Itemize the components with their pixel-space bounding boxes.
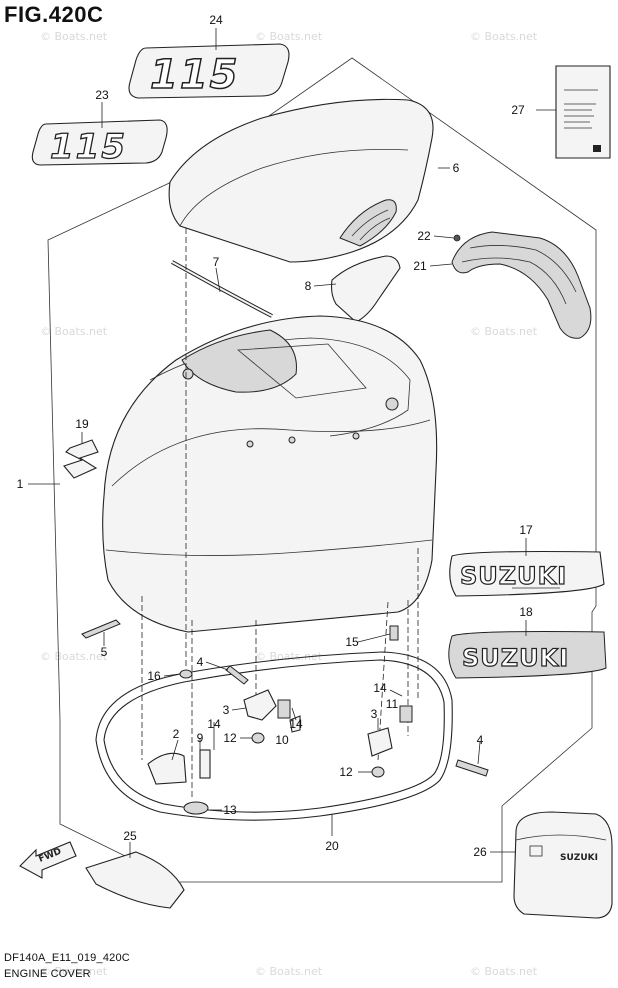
callout-14: 14 — [207, 717, 221, 731]
callout-14: 14 — [373, 681, 387, 695]
callout-16: 16 — [147, 669, 161, 683]
watermark: © Boats.net — [470, 325, 538, 338]
callout-12: 12 — [223, 731, 237, 745]
watermark: © Boats.net — [40, 30, 108, 43]
callout-19: 19 — [75, 417, 89, 431]
watermark: © Boats.net — [255, 650, 323, 663]
callout-15: 15 — [345, 635, 359, 649]
decal-115-text: 115 — [50, 127, 127, 167]
callout-8: 8 — [305, 279, 312, 293]
callout-13: 13 — [223, 803, 237, 817]
leader-lines — [28, 28, 556, 858]
callout-14: 14 — [289, 717, 303, 731]
callout-12: 12 — [339, 765, 353, 779]
decal-115-large: 115 — [128, 43, 290, 99]
figure-title: FIG.420C — [4, 2, 104, 27]
callout-11: 11 — [386, 697, 399, 711]
watermark: © Boats.net — [255, 965, 323, 978]
assembly-frame — [47, 57, 597, 883]
fasteners — [81, 619, 489, 815]
watermark: © Boats.net — [40, 325, 108, 338]
callout-27: 27 — [511, 103, 525, 117]
watermark: © Boats.net — [40, 965, 108, 978]
engine-cover-main — [102, 315, 438, 633]
tool-bag — [85, 851, 185, 909]
suzuki-text: SUZUKI — [462, 644, 569, 672]
callout-22: 22 — [417, 229, 431, 243]
watermark: © Boats.net — [470, 965, 538, 978]
callout-24: 24 — [209, 13, 223, 27]
watermark: © Boats.net — [40, 650, 108, 663]
callout-7: 7 — [213, 255, 220, 269]
suzuki-text: SUZUKI — [560, 853, 598, 863]
watermark: © Boats.net — [470, 30, 538, 43]
figure-name: ENGINE COVER — [4, 968, 91, 980]
callout-6: 6 — [453, 161, 460, 175]
figure-code: DF140A_E11_019_420C — [4, 952, 130, 964]
top-cover-panel — [168, 98, 434, 263]
callout-17: 17 — [519, 523, 533, 537]
callout-10: 10 — [275, 733, 289, 747]
callout-3: 3 — [223, 703, 230, 717]
callout-26: 26 — [473, 845, 487, 859]
suzuki-decal-18: SUZUKI — [448, 631, 607, 679]
callout-4: 4 — [197, 655, 204, 669]
callout-20: 20 — [325, 839, 339, 853]
watermark: © Boats.net — [255, 30, 323, 43]
callout-9: 9 — [197, 731, 204, 745]
decal-115-small: 115 — [31, 119, 168, 168]
callout-18: 18 — [519, 605, 533, 619]
suzuki-decal-17: SUZUKI — [449, 550, 605, 597]
callout-1: 1 — [17, 477, 24, 491]
rear-handle — [451, 231, 592, 339]
fwd-arrow: FWD — [19, 841, 77, 879]
small-cover — [330, 255, 401, 323]
decal-115-text: 115 — [150, 52, 240, 98]
callout-numbers: 24 23 27 6 22 7 21 8 19 1 17 18 15 5 4 1… — [17, 13, 533, 859]
s-emblem — [63, 439, 99, 479]
owners-manual — [555, 65, 611, 159]
callout-4: 4 — [477, 733, 484, 747]
callout-23: 23 — [95, 88, 109, 102]
callout-21: 21 — [413, 259, 427, 273]
callout-2: 2 — [173, 727, 180, 741]
suzuki-text: SUZUKI — [460, 562, 567, 590]
callout-5: 5 — [101, 645, 108, 659]
callout-3: 3 — [371, 707, 378, 721]
outer-cover-bag: SUZUKI — [513, 811, 613, 919]
callout-25: 25 — [123, 829, 137, 843]
